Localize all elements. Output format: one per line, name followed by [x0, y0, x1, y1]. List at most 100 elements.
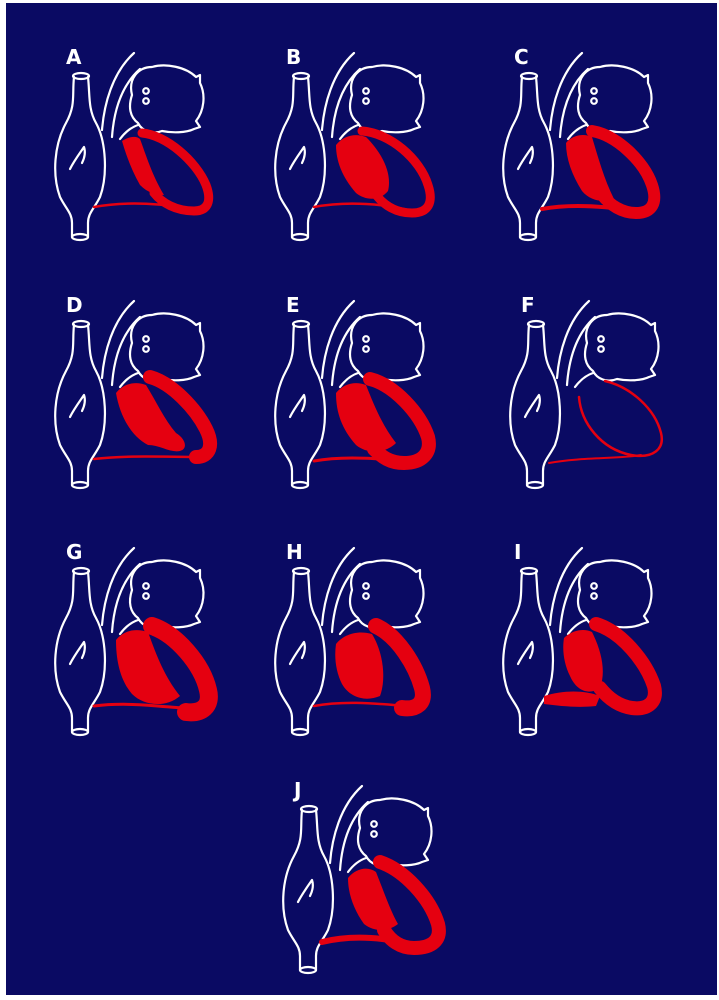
conduction-tract	[322, 862, 439, 948]
arch-line-outer	[557, 301, 589, 378]
vessel-inner-mark	[518, 147, 533, 169]
heart-diagram-j	[264, 758, 464, 988]
arch-line-outer	[550, 548, 582, 625]
tract-trunk	[122, 137, 164, 195]
arch-line-outer	[322, 301, 354, 378]
tract-lower-branch	[544, 692, 600, 707]
vessel-bottom-opening	[72, 729, 88, 735]
vessel-bottom-opening	[292, 234, 308, 240]
septum-line	[340, 620, 358, 634]
panel-b: B	[256, 25, 456, 255]
vessel-outline	[510, 325, 560, 485]
vessel-inner-mark	[70, 642, 85, 664]
vessel-inner-mark	[290, 642, 305, 664]
vessel-inner-mark	[70, 147, 85, 169]
vessel-outline	[283, 810, 333, 970]
heart-diagram-h	[256, 520, 456, 750]
atrium-outline	[585, 313, 658, 380]
tract-trunk	[335, 632, 383, 698]
heart-diagram-a	[36, 25, 236, 255]
arch-line-outer	[322, 548, 354, 625]
tract-thin-branch	[94, 704, 182, 708]
vessel-outline	[503, 77, 553, 237]
atrium-outline	[578, 65, 651, 132]
panel-g: G	[36, 520, 236, 750]
atrium-outline	[130, 313, 203, 380]
conduction-tract	[314, 379, 429, 463]
vessel-top-opening	[73, 568, 89, 574]
heart-diagram-e	[256, 273, 456, 503]
vessel-bottom-opening	[72, 234, 88, 240]
vessel-outline	[55, 325, 105, 485]
vessel-top-opening	[521, 73, 537, 79]
conduction-tract	[94, 377, 210, 459]
atrium-outline	[350, 560, 423, 627]
vessel-outline	[275, 77, 325, 237]
conduction-tract	[94, 626, 209, 712]
vessel-inner-mark	[290, 395, 305, 417]
heart-diagram-g	[36, 520, 236, 750]
figure-panel-grid: A B C D E F G H I J	[6, 3, 717, 995]
conduction-tract	[314, 131, 430, 213]
conduction-tract	[549, 381, 662, 463]
vessel-bottom-opening	[72, 482, 88, 488]
atrium-outline	[350, 313, 423, 380]
panel-f: F	[491, 273, 691, 503]
vessel-outline	[55, 77, 105, 237]
panel-c: C	[484, 25, 684, 255]
vessel-top-opening	[528, 321, 544, 327]
vessel-bottom-opening	[292, 729, 308, 735]
vessel-top-opening	[293, 568, 309, 574]
tract-trunk	[336, 135, 389, 199]
heart-diagram-i	[484, 520, 684, 750]
atrium-outline	[130, 65, 203, 132]
tract-thin-loop	[579, 381, 662, 456]
atrium-outline	[358, 798, 431, 865]
vessel-top-opening	[293, 73, 309, 79]
tract-trunk	[348, 869, 398, 930]
conduction-tract	[544, 624, 655, 708]
vessel-inner-mark	[290, 147, 305, 169]
arch-line-outer	[102, 53, 134, 130]
vessel-top-opening	[521, 568, 537, 574]
panel-a: A	[36, 25, 236, 255]
vessel-bottom-opening	[520, 729, 536, 735]
panel-e: E	[256, 273, 456, 503]
vessel-top-opening	[73, 321, 89, 327]
vessel-top-opening	[293, 321, 309, 327]
heart-diagram-b	[256, 25, 456, 255]
arch-line-outer	[550, 53, 582, 130]
heart-diagram-c	[484, 25, 684, 255]
conduction-tract	[94, 133, 209, 211]
vessel-outline	[503, 572, 553, 732]
heart-diagram-f	[491, 273, 691, 503]
tract-thin-branch	[549, 455, 641, 463]
arch-line-outer	[330, 786, 362, 863]
vessel-bottom-opening	[527, 482, 543, 488]
conduction-tract	[542, 131, 654, 213]
septum-line	[575, 373, 593, 387]
vessel-top-opening	[73, 73, 89, 79]
tract-loop	[596, 624, 655, 708]
vessel-inner-mark	[525, 395, 540, 417]
panel-i: I	[484, 520, 684, 750]
vessel-inner-mark	[70, 395, 85, 417]
tract-thin-branch	[94, 457, 202, 460]
tract-thin-branch	[314, 703, 406, 706]
vessel-bottom-opening	[300, 967, 316, 973]
atrium-outline	[578, 560, 651, 627]
tract-trunk	[566, 135, 614, 201]
arch-line-outer	[322, 53, 354, 130]
vessel-bottom-opening	[292, 482, 308, 488]
vessel-inner-mark	[298, 880, 313, 902]
atrium-outline	[350, 65, 423, 132]
atrium-outline	[130, 560, 203, 627]
vessel-inner-mark	[518, 642, 533, 664]
panel-d: D	[36, 273, 236, 503]
vessel-outline	[55, 572, 105, 732]
heart-diagram-d	[36, 273, 236, 503]
conduction-tract	[314, 626, 423, 708]
arch-line-outer	[102, 548, 134, 625]
panel-j: J	[264, 758, 464, 988]
tract-loop	[376, 626, 423, 708]
